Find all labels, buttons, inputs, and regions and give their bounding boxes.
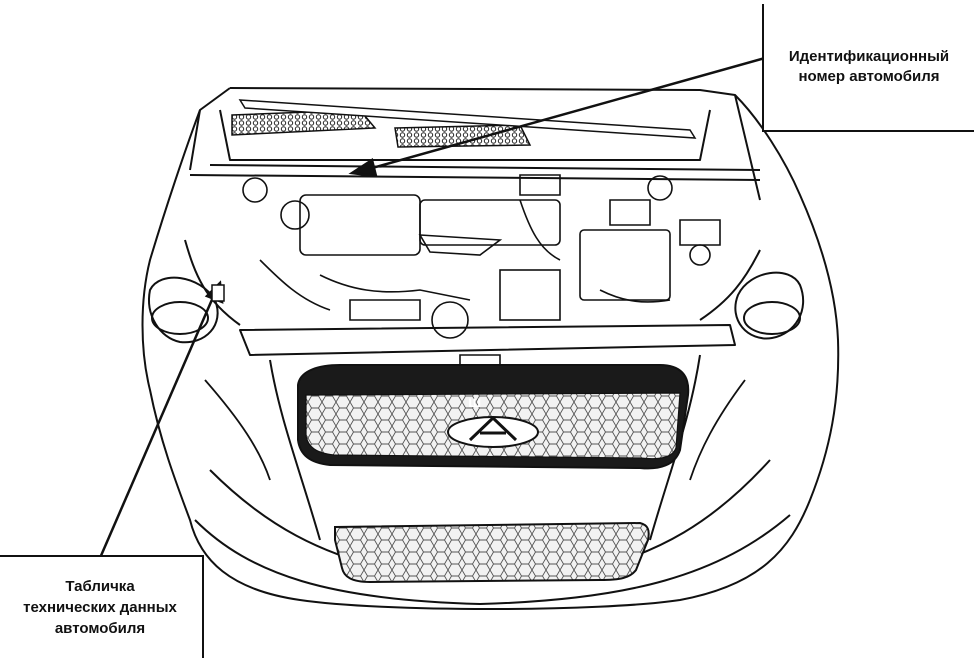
lower-grille	[334, 521, 650, 584]
badge-letter: ш	[468, 394, 481, 411]
vin-callout: Идентификационный номер автомобиля	[762, 4, 974, 132]
upper-grille: ш	[297, 364, 690, 470]
cowl-vents	[231, 99, 697, 148]
data-plate-callout: Табличка технических данных автомобиля	[0, 555, 204, 658]
fog-lamps	[204, 379, 746, 481]
data-plate-callout-text: Табличка технических данных автомобиля	[23, 578, 177, 637]
headlights	[148, 271, 805, 344]
vin-callout-text: Идентификационный номер автомобиля	[788, 48, 950, 85]
engine-bay	[242, 174, 721, 339]
data-plate-marker	[211, 284, 225, 302]
